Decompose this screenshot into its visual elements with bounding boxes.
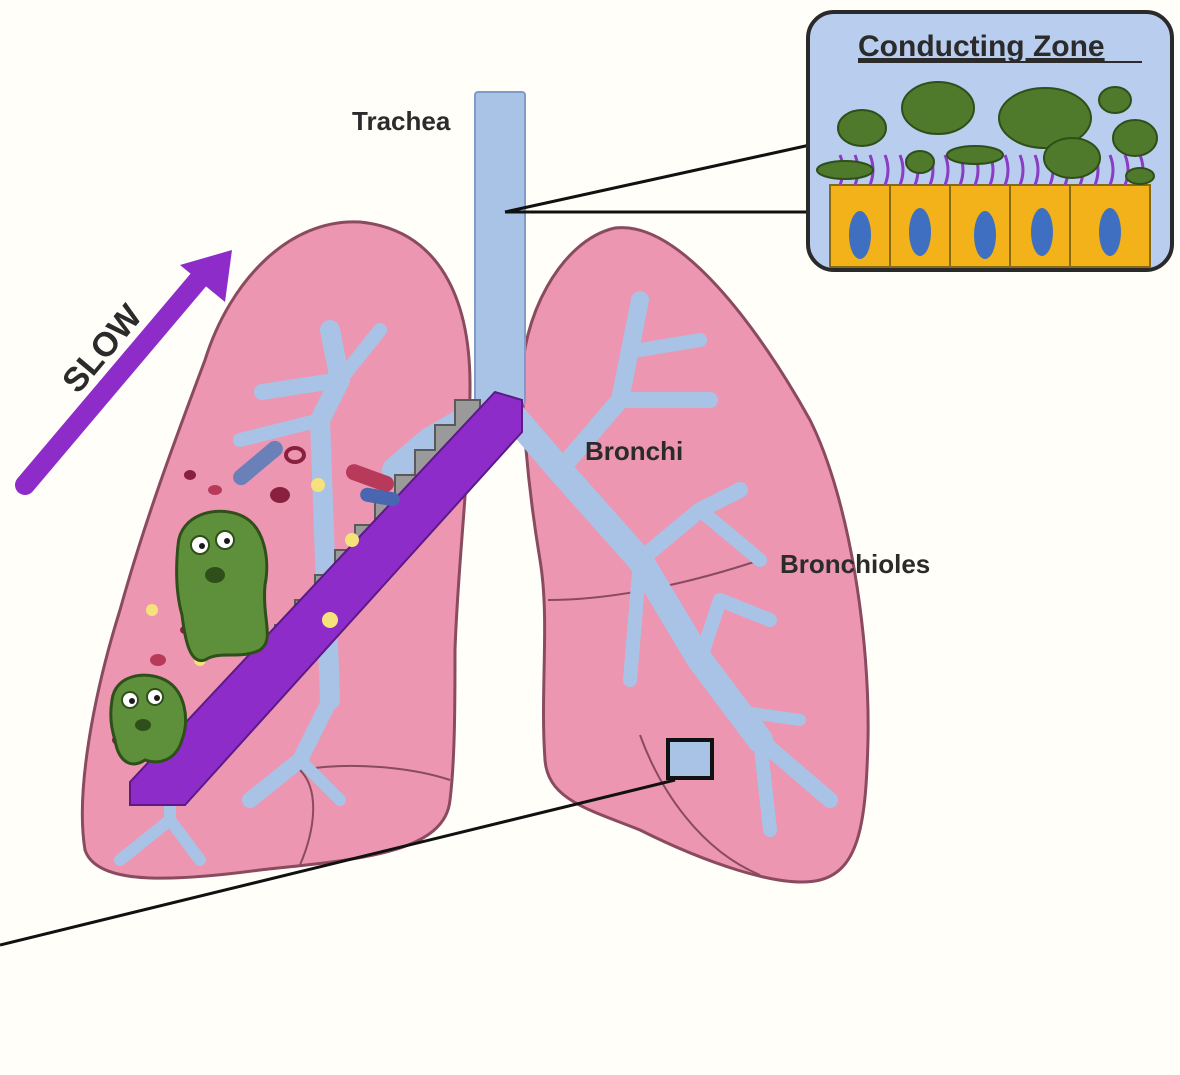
- inset-title: Conducting Zone: [858, 30, 1105, 63]
- epithelial-cells: [830, 185, 1150, 267]
- bronchioles-label: Bronchioles: [780, 549, 930, 579]
- bronchi-label: Bronchi: [585, 436, 683, 466]
- conducting-zone-inset: Conducting Zone: [808, 12, 1172, 270]
- trachea: [475, 92, 525, 404]
- trachea-label: Trachea: [352, 106, 451, 136]
- microbe-icon: [111, 675, 186, 764]
- magnifier-box-icon: [668, 740, 712, 778]
- microbe-icon: [177, 511, 268, 660]
- airway-tree: [475, 92, 525, 404]
